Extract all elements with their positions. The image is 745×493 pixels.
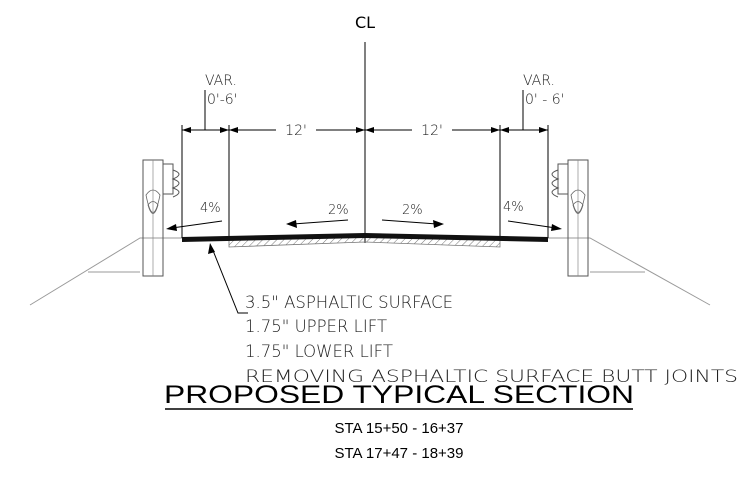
pavement-section <box>182 233 548 248</box>
left-lane-slope-arrow <box>286 219 349 228</box>
callout-upper-lift: 1.75" UPPER LIFT <box>245 317 387 336</box>
lane-dimension-line <box>182 127 548 133</box>
right-lane-slope: 2% <box>402 203 423 218</box>
left-var-label: VAR. <box>205 73 237 89</box>
right-var-label: VAR. <box>523 73 555 89</box>
right-lane-width: 12' <box>421 123 443 139</box>
centerline-label: CL <box>355 13 375 32</box>
section-title: PROPOSED TYPICAL SECTION <box>164 381 634 409</box>
left-lane-slope: 2% <box>328 203 349 218</box>
left-lane-width: 12' <box>285 123 307 139</box>
left-shoulder-slope: 4% <box>200 201 221 216</box>
left-var-range: 0'-6' <box>207 92 238 108</box>
station-range-1: STA 15+50 - 16+37 <box>335 420 464 437</box>
callout-butt-joints: REMOVING ASPHALTIC SURFACE BUTT JOINTS <box>245 367 738 386</box>
left-guardrail-post <box>142 159 180 277</box>
right-shoulder-slope: 4% <box>503 200 524 215</box>
right-guardrail-post <box>551 159 589 277</box>
right-lane-slope-arrow <box>381 219 444 228</box>
callout-asphaltic-surface: 3.5" ASPHALTIC SURFACE <box>245 293 453 312</box>
extension-lines <box>181 125 549 238</box>
right-shoulder-slope-arrow <box>507 220 562 231</box>
left-shoulder-slope-arrow <box>166 220 223 231</box>
callout-leader <box>208 243 248 314</box>
callout-lower-lift: 1.75" LOWER LIFT <box>245 342 393 361</box>
station-range-2: STA 17+47 - 18+39 <box>335 445 464 462</box>
right-var-range: 0' - 6' <box>525 92 564 108</box>
